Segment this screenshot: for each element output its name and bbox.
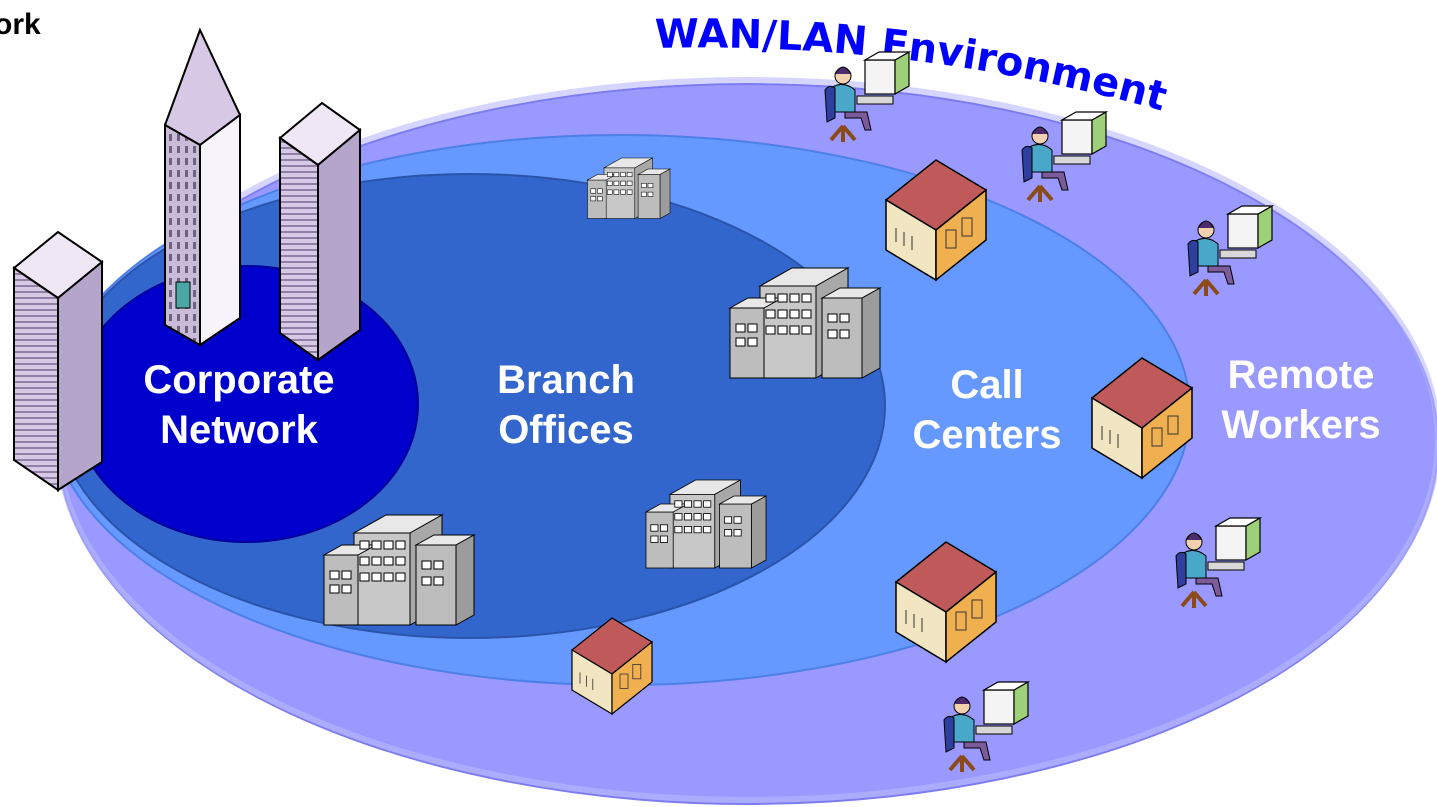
zone-label-line: Remote (1227, 353, 1375, 397)
zone-label-line: Centers (912, 413, 1062, 457)
branch-offices-label: Branch Offices (456, 355, 676, 455)
page-title-fragment: ork (0, 8, 41, 41)
call-centers-label: Call Centers (892, 360, 1082, 460)
zone-label-line: Call (950, 363, 1024, 407)
zone-label-line: Corporate (143, 358, 335, 402)
zone-label-line: Offices (498, 408, 634, 452)
zone-label-line: Network (160, 408, 318, 452)
corporate-network-label: Corporate Network (104, 355, 374, 455)
remote-workers-label: Remote Workers (1196, 350, 1406, 450)
zone-label-line: Branch (497, 358, 635, 402)
skyscraper-icon (163, 27, 242, 347)
skyscraper-icon (12, 230, 104, 492)
skyscraper-icon (278, 101, 362, 362)
zone-label-line: Workers (1221, 403, 1381, 447)
